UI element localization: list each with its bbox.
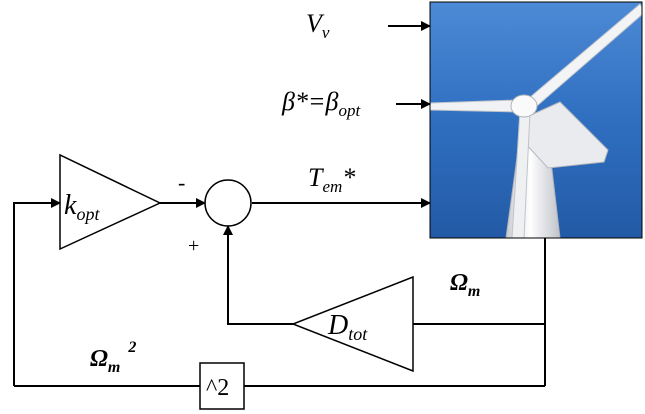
damping-output-arrow (223, 225, 293, 325)
summer-minus-sign: - (178, 170, 185, 195)
wind-speed-label: Vv (306, 9, 330, 42)
torque-reference-label: Tem* (308, 163, 355, 196)
speed-squared-feedback (13, 198, 61, 386)
wind-turbine-photo (429, 1, 643, 239)
gain-block-label: kopt (64, 190, 100, 224)
speed-squared-label: Ωm2 (90, 339, 136, 376)
rotor-speed-label: Ωm (450, 270, 480, 300)
square-block (199, 362, 245, 410)
damping-block-label: Dtot (327, 310, 368, 344)
square-block-label: ^2 (206, 375, 229, 401)
summing-junction (204, 179, 252, 227)
pitch-angle-label: β*=βopt (281, 87, 361, 120)
summer-plus-sign: + (188, 235, 199, 257)
